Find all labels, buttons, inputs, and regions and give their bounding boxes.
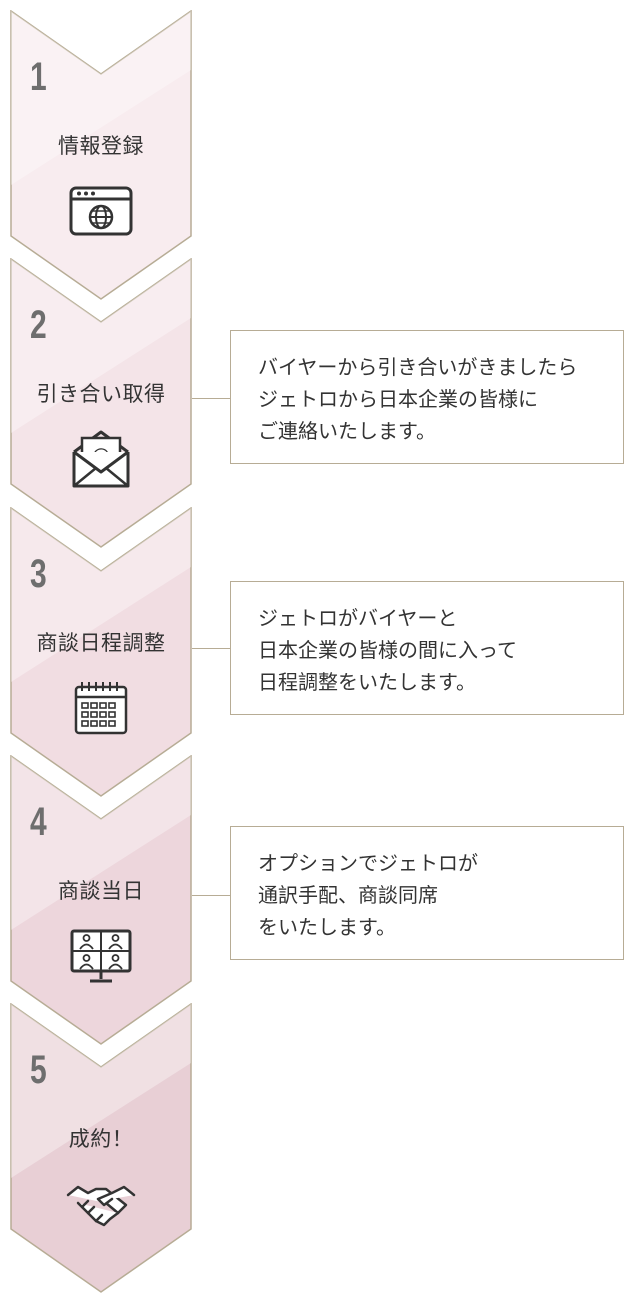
video-meeting-monitor-icon: [70, 929, 132, 983]
step-label: 引き合い取得: [36, 382, 166, 406]
calendar-icon: [74, 682, 128, 735]
step-label: 成約！: [68, 1127, 134, 1151]
step-label: 商談日程調整: [36, 631, 166, 655]
step-3-description: ジェトロがバイヤーと 日本企業の皆様の間に入って 日程調整をいたします。: [230, 581, 624, 715]
desc-line: ジェトロから日本企業の皆様に: [258, 387, 538, 411]
connector-line: [192, 648, 230, 649]
desc-line: ご連絡いたします。: [258, 419, 436, 443]
envelope-at-icon: @: [72, 430, 130, 488]
step-2-description: バイヤーから引き合いがきましたら ジェトロから日本企業の皆様に ご連絡いたします…: [230, 330, 624, 464]
step-number: 1: [30, 55, 47, 99]
chevron-shape: [10, 507, 192, 797]
step-4: 4 商談当日: [10, 755, 192, 1045]
step-1: 1 情報登録: [10, 10, 192, 300]
connector-line: [192, 398, 230, 399]
step-label: 情報登録: [58, 134, 144, 158]
step-4-description: オプションでジェトロが 通訳手配、商談同席 をいたします。: [230, 826, 624, 960]
step-label: 商談当日: [58, 879, 144, 903]
desc-line: 日程調整をいたします。: [258, 670, 476, 694]
chevron-shape: [10, 755, 192, 1045]
chevron-shape: [10, 1003, 192, 1293]
step-5: 5 成約！: [10, 1003, 192, 1293]
handshake-icon: [66, 1185, 136, 1227]
step-3: 3 商談日程調整: [10, 507, 192, 797]
desc-line: 日本企業の皆様の間に入って: [258, 638, 517, 662]
step-number: 5: [30, 1048, 47, 1092]
desc-line: をいたします。: [258, 915, 396, 939]
step-number: 4: [30, 800, 47, 844]
desc-line: バイヤーから引き合いがきましたら: [258, 355, 578, 379]
desc-line: 通訳手配、商談同席: [258, 883, 438, 907]
desc-line: オプションでジェトロが: [258, 851, 478, 875]
step-number: 2: [30, 303, 47, 347]
desc-line: ジェトロがバイヤーと: [258, 606, 458, 630]
step-number: 3: [30, 552, 47, 596]
chevron-shape: [10, 258, 192, 548]
connector-line: [192, 895, 230, 896]
step-2: 2 引き合い取得 @: [10, 258, 192, 548]
chevron-shape: [10, 10, 192, 300]
browser-globe-icon: [69, 186, 133, 236]
